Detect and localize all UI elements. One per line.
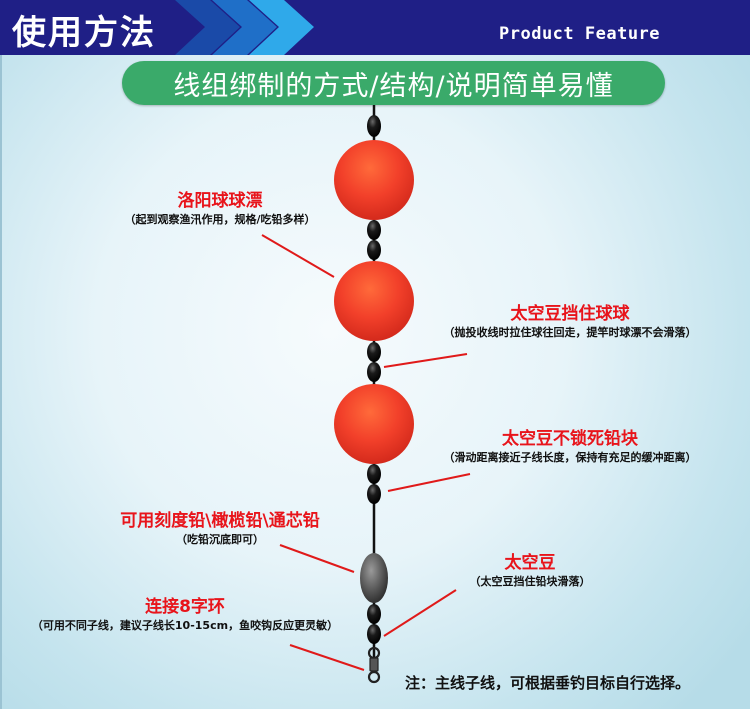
bead-icon xyxy=(367,624,381,644)
page-subtitle: Product Feature xyxy=(499,24,661,44)
callout-float: 洛阳球球漂 （起到观察渔汛作用，规格/吃铅多样） xyxy=(95,190,345,228)
bead-icon xyxy=(367,240,381,260)
callout-title: 太空豆挡住球球 xyxy=(510,304,630,324)
callout-description: （起到观察渔汛作用，规格/吃铅多样） xyxy=(124,213,316,226)
float-ball-3 xyxy=(334,384,414,464)
pointer-line xyxy=(383,589,457,637)
bead-icon xyxy=(367,115,381,137)
callout-title: 连接8字环 xyxy=(145,597,225,617)
pointer-line xyxy=(261,234,335,278)
pointer-line xyxy=(279,544,355,573)
callout-description: （滑动距离接近子线长度，保持有充足的缓冲距离） xyxy=(443,451,697,464)
callout-description: （可用不同子线，建议子线长10-15cm，鱼咬钩反应更灵敏） xyxy=(31,619,339,632)
callout-title: 可用刻度铅\橄榄铅\通芯铅 xyxy=(120,511,320,531)
float-ball-1 xyxy=(334,140,414,220)
pointer-line xyxy=(289,644,365,671)
bead-icon xyxy=(367,464,381,484)
left-edge-border xyxy=(0,55,2,709)
olive-sinker xyxy=(360,553,388,603)
bead-icon xyxy=(367,220,381,240)
banner-text: 线组绑制的方式/结构/说明简单易懂 xyxy=(173,70,614,102)
pointer-line xyxy=(387,473,471,492)
float-ball-2 xyxy=(334,261,414,341)
chevron-arrows-icon xyxy=(175,0,314,55)
page-title: 使用方法 xyxy=(12,13,156,53)
callout-description: （抛投收线时拉住球往回走，提竿时球漂不会滑落） xyxy=(443,326,697,339)
banner-pill: 线组绑制的方式/结构/说明简单易懂 xyxy=(122,61,665,105)
bead-icon xyxy=(367,484,381,504)
callout-bead-sinker: 太空豆不锁死铅块 （滑动距离接近子线长度，保持有充足的缓冲距离） xyxy=(420,428,720,466)
pointer-line xyxy=(383,353,468,368)
callout-swivel: 连接8字环 （可用不同子线，建议子线长10-15cm，鱼咬钩反应更灵敏） xyxy=(15,596,355,634)
callout-title: 太空豆 xyxy=(504,553,556,573)
callout-title: 太空豆不锁死铅块 xyxy=(502,429,638,449)
bead-icon xyxy=(367,362,381,382)
bead-icon xyxy=(367,342,381,362)
callout-space-bead: 太空豆 （太空豆挡住铅块滑落） xyxy=(455,552,605,590)
callout-title: 洛阳球球漂 xyxy=(177,191,263,211)
header-bar: 使用方法 Product Feature xyxy=(0,0,750,55)
swivel-icon xyxy=(367,646,381,684)
callout-description: （吃铅沉底即可） xyxy=(176,533,264,546)
callout-description: （太空豆挡住铅块滑落） xyxy=(469,575,591,588)
footnote: 注：主线子线，可根据垂钓目标自行选择。 xyxy=(405,674,691,692)
callout-bead-stop-float: 太空豆挡住球球 （抛投收线时拉住球往回走，提竿时球漂不会滑落） xyxy=(420,303,720,341)
callout-sinker-types: 可用刻度铅\橄榄铅\通芯铅 （吃铅沉底即可） xyxy=(95,510,345,548)
bead-icon xyxy=(367,604,381,624)
